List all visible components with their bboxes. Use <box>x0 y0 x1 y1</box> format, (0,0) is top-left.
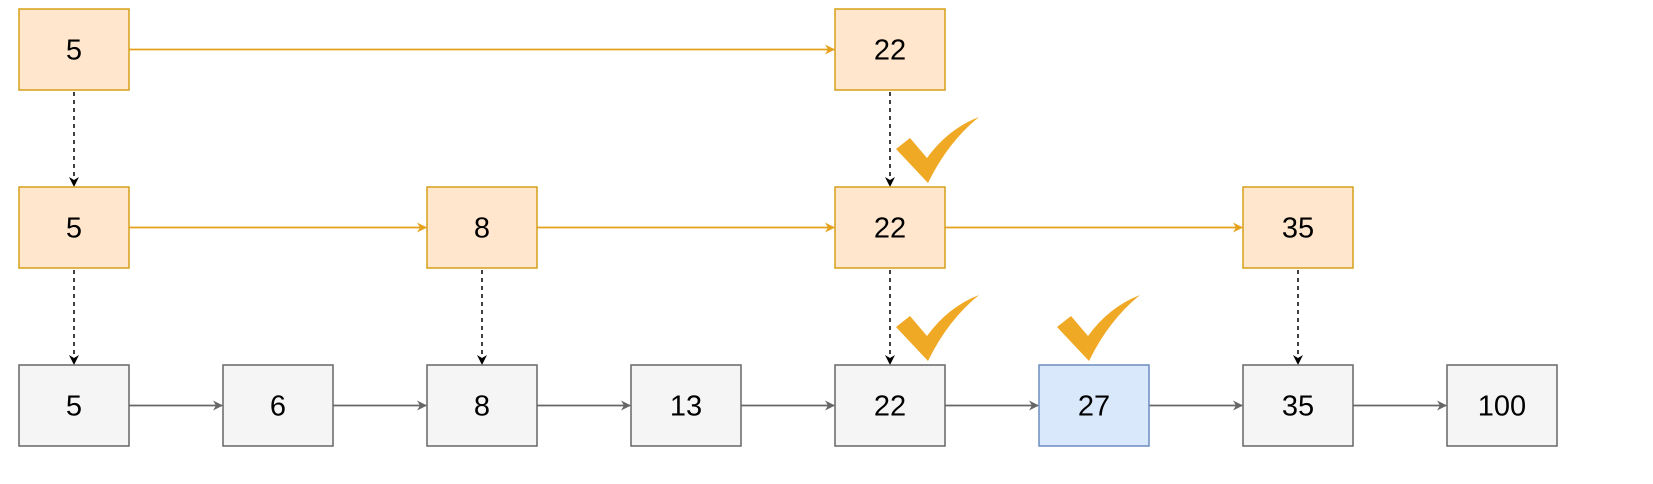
edges-layer <box>69 44 1447 411</box>
node-level2-100: 100 <box>1446 364 1558 447</box>
node-box <box>630 364 742 447</box>
node-box <box>834 8 946 91</box>
node-level1-35: 35 <box>1242 186 1354 269</box>
node-value: 13 <box>670 391 702 423</box>
nodes-layer: 5 22 5 8 22 35 5 6 8 13 22 27 35 100 <box>18 8 1558 447</box>
node-box <box>222 364 334 447</box>
node-value: 8 <box>474 213 490 245</box>
node-value: 22 <box>874 391 906 423</box>
node-value: 8 <box>474 391 490 423</box>
node-value: 22 <box>874 213 906 245</box>
node-box <box>18 364 130 447</box>
check-icon-level2-22 <box>896 295 979 361</box>
node-box <box>1038 364 1150 447</box>
check-icon-level1-22 <box>896 117 979 183</box>
node-level0-22: 22 <box>834 8 946 91</box>
node-level2-8: 8 <box>426 364 538 447</box>
node-level2-6: 6 <box>222 364 334 447</box>
checks-layer <box>896 117 1140 361</box>
node-level1-8: 8 <box>426 186 538 269</box>
node-level2-22: 22 <box>834 364 946 447</box>
node-level2-27: 27 <box>1038 364 1150 447</box>
node-value: 5 <box>66 391 82 423</box>
node-box <box>426 364 538 447</box>
node-box <box>834 364 946 447</box>
node-level2-13: 13 <box>630 364 742 447</box>
node-level2-35: 35 <box>1242 364 1354 447</box>
node-level1-22: 22 <box>834 186 946 269</box>
node-level0-5: 5 <box>18 8 130 91</box>
node-level1-5: 5 <box>18 186 130 269</box>
node-value: 100 <box>1478 391 1526 423</box>
node-value: 6 <box>270 391 286 423</box>
node-box <box>18 186 130 269</box>
node-value: 5 <box>66 35 82 67</box>
node-level2-5: 5 <box>18 364 130 447</box>
check-icon-level2-27 <box>1057 295 1140 361</box>
node-box <box>1446 364 1558 447</box>
node-box <box>426 186 538 269</box>
node-value: 27 <box>1078 391 1110 423</box>
node-value: 35 <box>1282 391 1314 423</box>
node-value: 35 <box>1282 213 1314 245</box>
node-value: 5 <box>66 213 82 245</box>
node-box <box>834 186 946 269</box>
node-value: 22 <box>874 35 906 67</box>
node-box <box>1242 186 1354 269</box>
node-box <box>1242 364 1354 447</box>
node-box <box>18 8 130 91</box>
